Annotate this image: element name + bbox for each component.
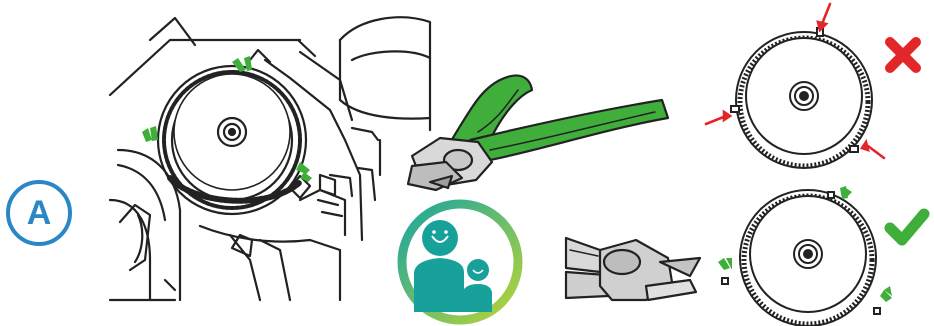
step-badge: A [6,180,72,246]
attention-marks [142,56,312,182]
family-icon [397,199,523,325]
cross-icon [885,37,921,73]
flash-arrows [704,2,886,160]
gear-assembly-illustration [108,16,432,302]
check-icon [884,208,930,246]
wrong-gear-icon [730,27,873,169]
correct-gear-icon [721,189,881,326]
clip-marks [718,186,892,302]
pliers-closeup-icon [564,236,702,302]
step-label: A [26,193,52,232]
side-cutter-pliers-icon [406,74,670,192]
